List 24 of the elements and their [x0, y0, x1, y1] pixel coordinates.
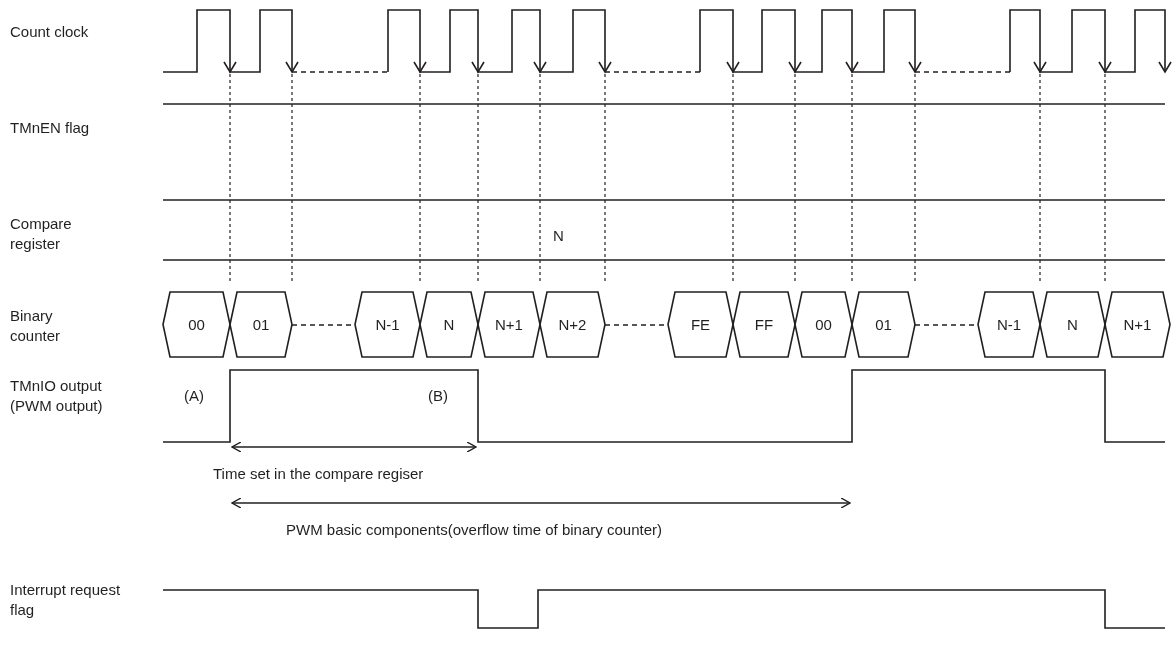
dimension-text: Time set in the compare regiser: [213, 464, 424, 484]
dimension-text: PWM basic components(overflow time of binary counter): [286, 520, 662, 540]
counter-value: N+1: [1105, 292, 1170, 357]
signal-name: Interrupt request flag: [10, 580, 122, 620]
counter-value: 01: [852, 292, 915, 357]
counter-value: N: [420, 292, 478, 357]
counter-value: 01: [230, 292, 292, 357]
counter-value: FE: [668, 292, 733, 357]
counter-value: N+2: [540, 292, 605, 357]
counter-value: 00: [163, 292, 230, 357]
counter-value: N+1: [478, 292, 540, 357]
signal-name: Compare register: [10, 214, 73, 254]
counter-value: FF: [733, 292, 795, 357]
point-label: (B): [428, 386, 448, 406]
signal-name: Binary counter: [10, 306, 62, 346]
counter-value: 00: [795, 292, 852, 357]
counter-value: N-1: [978, 292, 1040, 357]
signal-name: TMnIO output (PWM output): [10, 376, 104, 416]
counter-value: N: [1040, 292, 1105, 357]
point-label: (A): [184, 386, 204, 406]
compare-value: N: [553, 226, 564, 246]
counter-value: N-1: [355, 292, 420, 357]
signal-name: Count clock: [10, 22, 89, 42]
signal-name: TMnEN flag: [10, 118, 90, 138]
